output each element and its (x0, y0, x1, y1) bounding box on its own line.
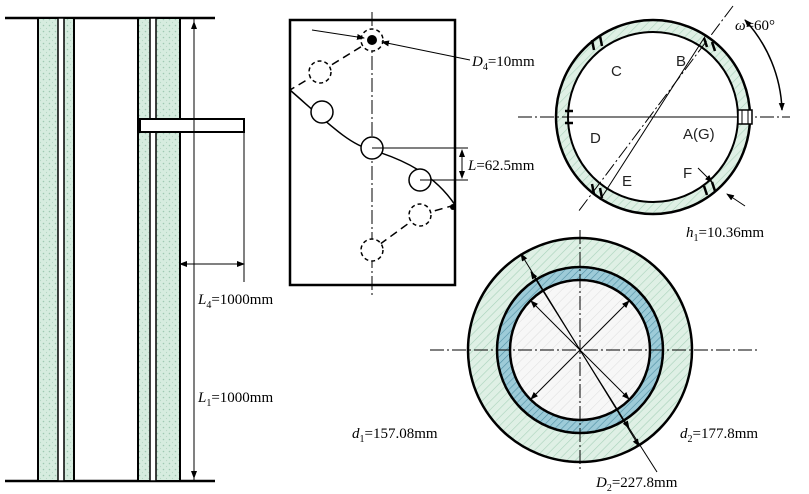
left-pipe-insulation (37, 17, 75, 482)
l-label: L=62.5mm (467, 158, 535, 174)
big-d2-label: D2=227.8mm (595, 475, 678, 494)
d4-label: D4=10mm (471, 54, 535, 73)
l4-label: L4=1000mm (197, 292, 273, 311)
h1-label: h1=10.36mm (686, 225, 764, 244)
dashed-path-top (289, 39, 373, 91)
point-d-label: D (590, 130, 601, 147)
ring-slot-marks (565, 35, 717, 199)
horizontal-branch (139, 118, 245, 133)
big-d2-leader (628, 427, 658, 473)
hole-solid-1 (310, 100, 334, 124)
hole-dashed-4 (360, 238, 384, 262)
h1-leader (726, 193, 746, 207)
point-e-label: E (622, 173, 632, 190)
d4-leader-left (311, 29, 365, 40)
right-pipe-core (149, 17, 157, 482)
point-b-label: B (676, 53, 686, 70)
d4-leader-right (381, 40, 471, 61)
ring-slot-a (737, 109, 753, 125)
pipe-elevation: L4=1000mm L1=1000mm (5, 16, 273, 483)
omega-label: ω=60° (735, 18, 775, 34)
hole-dashed-3 (408, 203, 432, 227)
d1-label: d1=157.08mm (352, 426, 438, 445)
point-c-label: C (611, 63, 622, 80)
curve-end-dot (450, 204, 456, 210)
point-a-label: A(G) (683, 126, 715, 143)
left-pipe-core (57, 17, 65, 482)
omega-angle-arc (744, 19, 785, 111)
point-f-label: F (683, 165, 692, 182)
pipe-cross-section: d1=157.08mm d2=177.8mm D2=227.8mm (352, 230, 760, 494)
f-leader (697, 167, 713, 183)
l1-label: L1=1000mm (197, 390, 273, 409)
big-d2-arrow (520, 253, 640, 447)
hole-top-solid-dot (367, 35, 377, 45)
d2-label: d2=177.8mm (680, 426, 758, 445)
ring-diagonal-centerline (577, 5, 734, 213)
hole-layout-panel: D4=10mm L=62.5mm (288, 12, 535, 295)
ring-cross-section: C B D A(G) E F ω=60° h1=10.36mm (518, 5, 790, 244)
hole-dashed-2 (308, 60, 332, 84)
right-pipe-insulation (137, 17, 181, 482)
